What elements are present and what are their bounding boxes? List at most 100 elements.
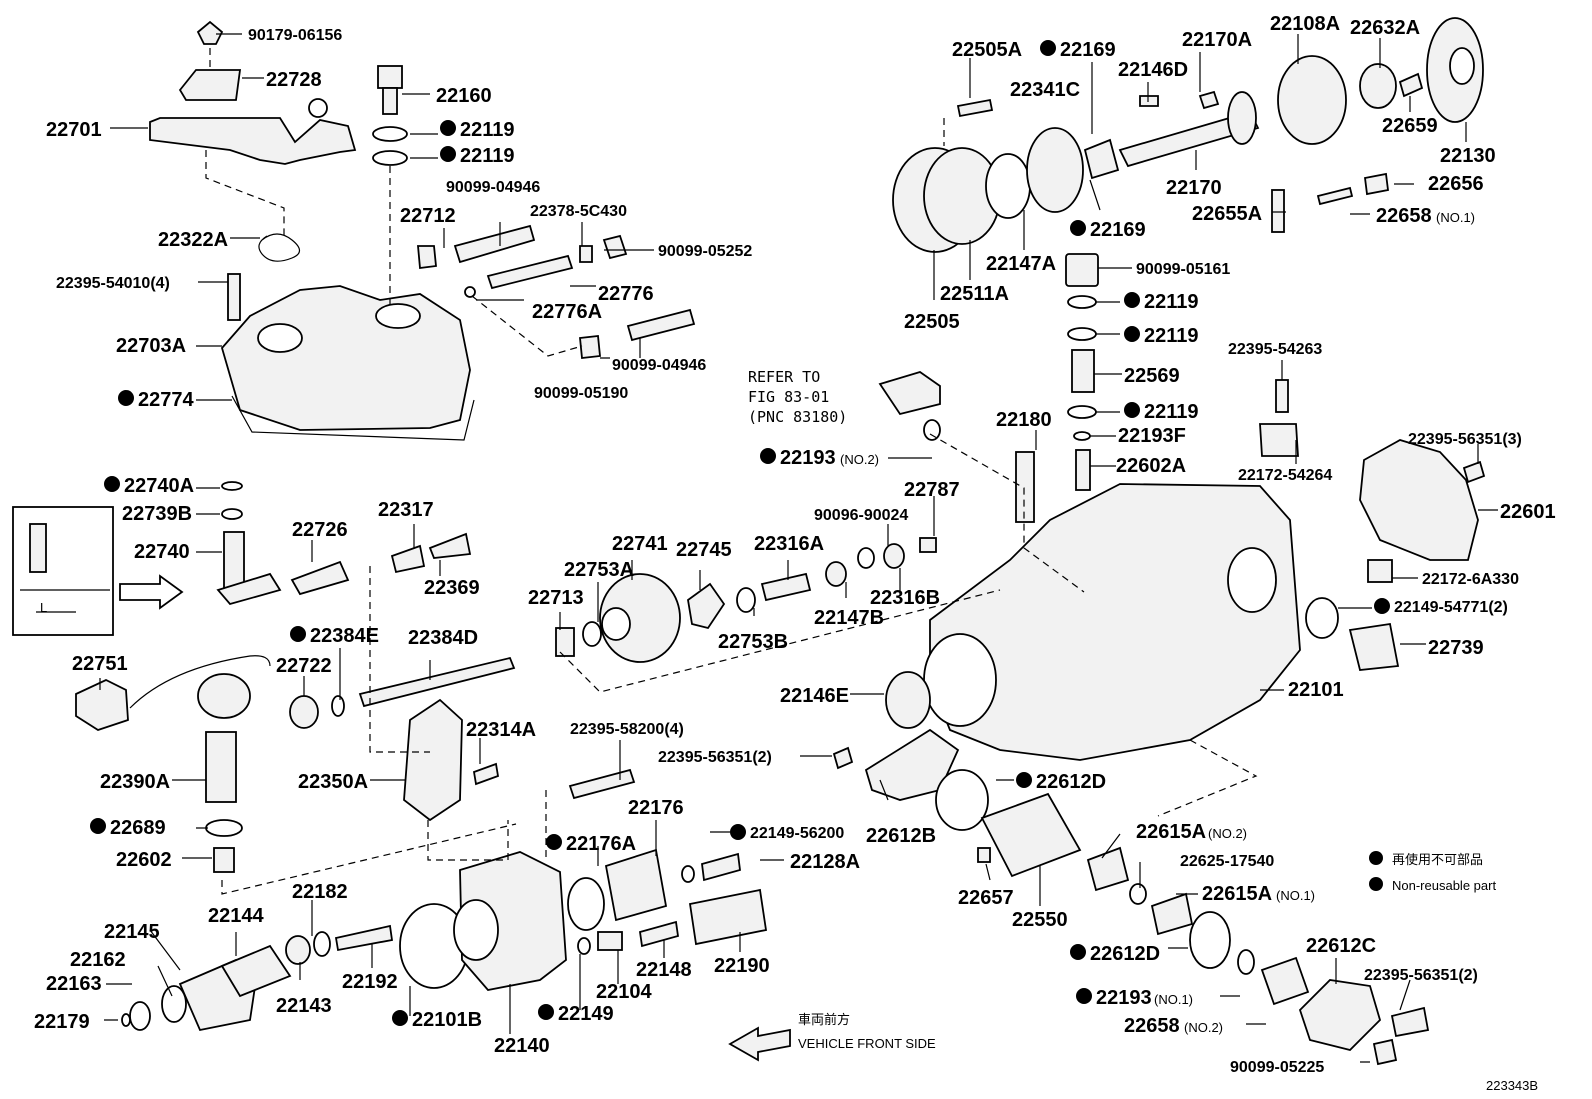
dash-line	[369, 566, 430, 753]
label-22179: 22179	[34, 1011, 90, 1033]
label-22745: 22745	[676, 539, 732, 561]
flyweight-hub-22741	[601, 607, 631, 641]
front-side-en: VEHICLE FRONT SIDE	[798, 1036, 936, 1051]
bracket-22172-54264	[1259, 423, 1299, 457]
spring-22317	[390, 544, 426, 574]
label-22776: 22776	[598, 283, 654, 305]
shim-22713	[555, 627, 575, 657]
head-bore-22140	[453, 899, 499, 961]
label-22149: 22149	[558, 1003, 614, 1025]
label-22612D-a: 22612D	[1036, 771, 1106, 793]
o-ring-22740A	[221, 481, 243, 491]
front-side-jp: 車両前方	[798, 1012, 850, 1027]
washer-22119-b	[372, 150, 408, 166]
label-22658-no1: 22658	[1376, 205, 1432, 227]
cover-22612C	[1298, 979, 1382, 1051]
label-22162: 22162	[70, 949, 126, 971]
label-22119-d: 22119	[1144, 325, 1199, 347]
label-22625-17540: 22625-17540	[1180, 853, 1274, 870]
label-22395-58200: 22395-58200(4)	[570, 721, 684, 738]
dash-line	[559, 589, 1001, 693]
suffix-22193-no1: (NO.1)	[1154, 992, 1193, 1007]
label-90099-05225: 90099-05225	[1230, 1059, 1324, 1076]
pin-22369	[428, 532, 472, 559]
label-22108A: 22108A	[1270, 13, 1340, 35]
label-22612C: 22612C	[1306, 935, 1376, 957]
label-22550: 22550	[1012, 909, 1068, 931]
plate-22601	[1359, 439, 1479, 561]
suffix-22615A-no2: (NO.2)	[1208, 826, 1247, 841]
label-22689: 22689	[110, 817, 166, 839]
label-22144: 22144	[208, 905, 264, 927]
legend-en: Non-reusable part	[1392, 878, 1496, 893]
washer-22149	[577, 937, 591, 955]
washer-22119-d	[1067, 327, 1097, 341]
label-22369: 22369	[424, 577, 480, 599]
label-22726: 22726	[292, 519, 348, 541]
washer-22119-e	[1067, 405, 1097, 419]
plug-22658-no2	[1260, 956, 1310, 1006]
bolt-22104	[597, 931, 623, 951]
label-22180: 22180	[996, 409, 1052, 431]
suffix-22615A-no1: (NO.1)	[1276, 888, 1315, 903]
label-22316B: 22316B	[870, 587, 940, 609]
washer-22162	[161, 985, 187, 1023]
dash-line	[1157, 739, 1258, 817]
o-ring-22612D-a	[935, 769, 989, 831]
label-22703A: 22703A	[116, 335, 186, 357]
label-22169-b: 22169	[1090, 219, 1146, 241]
ball-stud-22701	[308, 98, 328, 118]
label-22505: 22505	[904, 311, 960, 333]
label-22193F: 22193F	[1118, 425, 1186, 447]
label-22569: 22569	[1124, 365, 1180, 387]
cover-22703A	[220, 285, 471, 431]
label-22170A: 22170A	[1182, 29, 1252, 51]
label-22774: 22774	[138, 389, 194, 411]
label-22101: 22101	[1288, 679, 1344, 701]
refer-line1: REFER TO	[748, 368, 820, 386]
key-22169	[1083, 138, 1120, 180]
inset-lines	[20, 589, 110, 613]
key-22146D	[1139, 95, 1159, 107]
label-22505A: 22505A	[952, 39, 1022, 61]
piston-22550	[980, 792, 1082, 878]
label-22341C: 22341C	[1010, 79, 1080, 101]
label-22193-no2: 22193	[780, 447, 836, 469]
label-22104: 22104	[596, 981, 652, 1003]
label-22701: 22701	[46, 119, 102, 141]
piston-22316A	[760, 572, 812, 602]
label-90179-06156: 90179-06156	[248, 27, 342, 44]
label-22602: 22602	[116, 849, 172, 871]
suffix-22193-no2: (NO.2)	[840, 452, 879, 467]
label-90099-04946-b: 90099-04946	[612, 357, 706, 374]
label-22659: 22659	[1382, 115, 1438, 137]
washer-22119-a	[372, 126, 408, 142]
label-22776A: 22776A	[532, 301, 602, 323]
washer-22149-56200	[681, 865, 695, 883]
washer-22689	[205, 819, 243, 837]
label-22176A: 22176A	[566, 833, 636, 855]
washer-22182	[313, 931, 331, 957]
pin-22657	[977, 847, 991, 863]
screw-22505A	[956, 98, 994, 118]
connector-22751	[75, 679, 129, 731]
bushing-22722	[289, 695, 319, 729]
washer-22625-17540	[1129, 883, 1147, 905]
label-22751: 22751	[72, 653, 128, 675]
fitting-22190	[688, 888, 768, 946]
inset-dimension-label: L	[40, 600, 47, 615]
spring-22144	[220, 944, 292, 998]
washer-22378-5C430	[579, 245, 593, 263]
label-22601: 22601	[1500, 501, 1556, 523]
sensor-22390A	[205, 731, 237, 803]
dash-line	[205, 150, 285, 238]
label-22395-56351-2b: 22395-56351(2)	[1364, 967, 1478, 984]
dash-line	[427, 820, 509, 861]
bolt-22160	[382, 87, 398, 115]
label-22378-5C430: 22378-5C430	[530, 203, 627, 220]
label-22148: 22148	[636, 959, 692, 981]
label-90099-05252: 90099-05252	[658, 243, 752, 260]
label-22163: 22163	[46, 973, 102, 995]
valve-22569	[1071, 349, 1095, 393]
label-22615A-no1: 22615A	[1202, 883, 1272, 905]
